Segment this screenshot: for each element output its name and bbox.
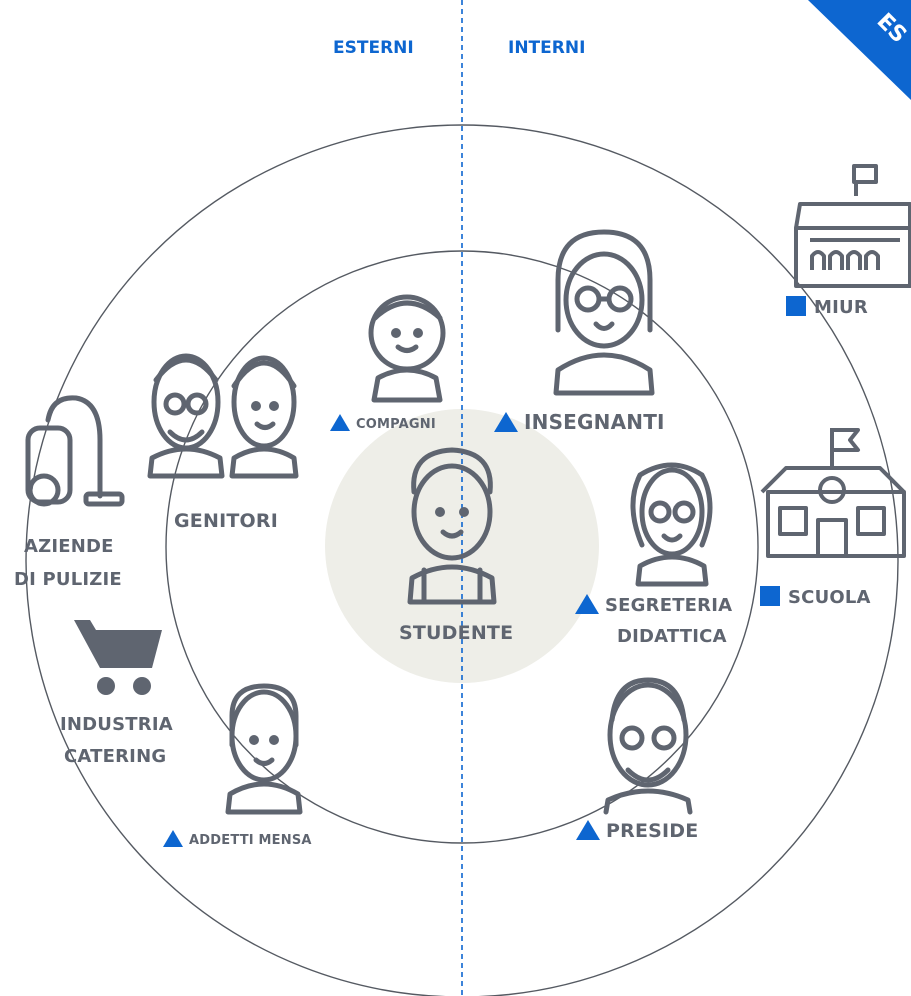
square-marker [760,586,780,606]
scuola-label: SCUOLA [760,586,871,610]
secretary-icon [630,462,713,587]
industria-label: INDUSTRIA [60,714,173,735]
addetti-mensa-label: ADDETTI MENSA [163,830,312,849]
student-icon [407,447,497,605]
insegnanti-label: INSEGNANTI [494,410,665,435]
teacher-icon [553,229,655,396]
center-disc [325,409,599,683]
inner-ring [165,250,759,844]
outer-ring [25,124,899,996]
triangle-marker [163,830,183,847]
genitori-label: GENITORI [174,510,278,532]
cart-icon [74,620,162,695]
square-marker [786,296,806,316]
triangle-marker [576,820,600,840]
aziende-label: AZIENDE [24,536,114,559]
vacuum-cleaner-icon [25,395,125,507]
preside-label: PRESIDE [576,820,698,844]
miur-label: MIUR [786,296,868,320]
school-building-icon [760,428,906,558]
triangle-marker [575,594,599,614]
didattica-label: DIDATTICA [617,626,727,647]
parents-icon [147,353,299,479]
pulizie-label: DI PULIZIE [14,569,122,590]
segreteria-label: SEGRETERIA [575,594,732,618]
compagni-label: COMPAGNI [330,414,436,433]
principal-icon [603,677,693,815]
section-internal-label: INTERNI [508,38,586,58]
catering-label: CATERING [64,746,167,767]
ministry-building-icon [794,164,911,288]
student-label: STUDENTE [399,622,514,644]
triangle-marker [494,412,518,432]
child-icon [368,294,446,403]
triangle-marker [330,414,350,431]
corner-ribbon [808,0,911,100]
canteen-worker-icon [225,683,303,815]
aziende-line1: AZIENDE [24,536,114,557]
section-external-label: ESTERNI [333,38,414,58]
